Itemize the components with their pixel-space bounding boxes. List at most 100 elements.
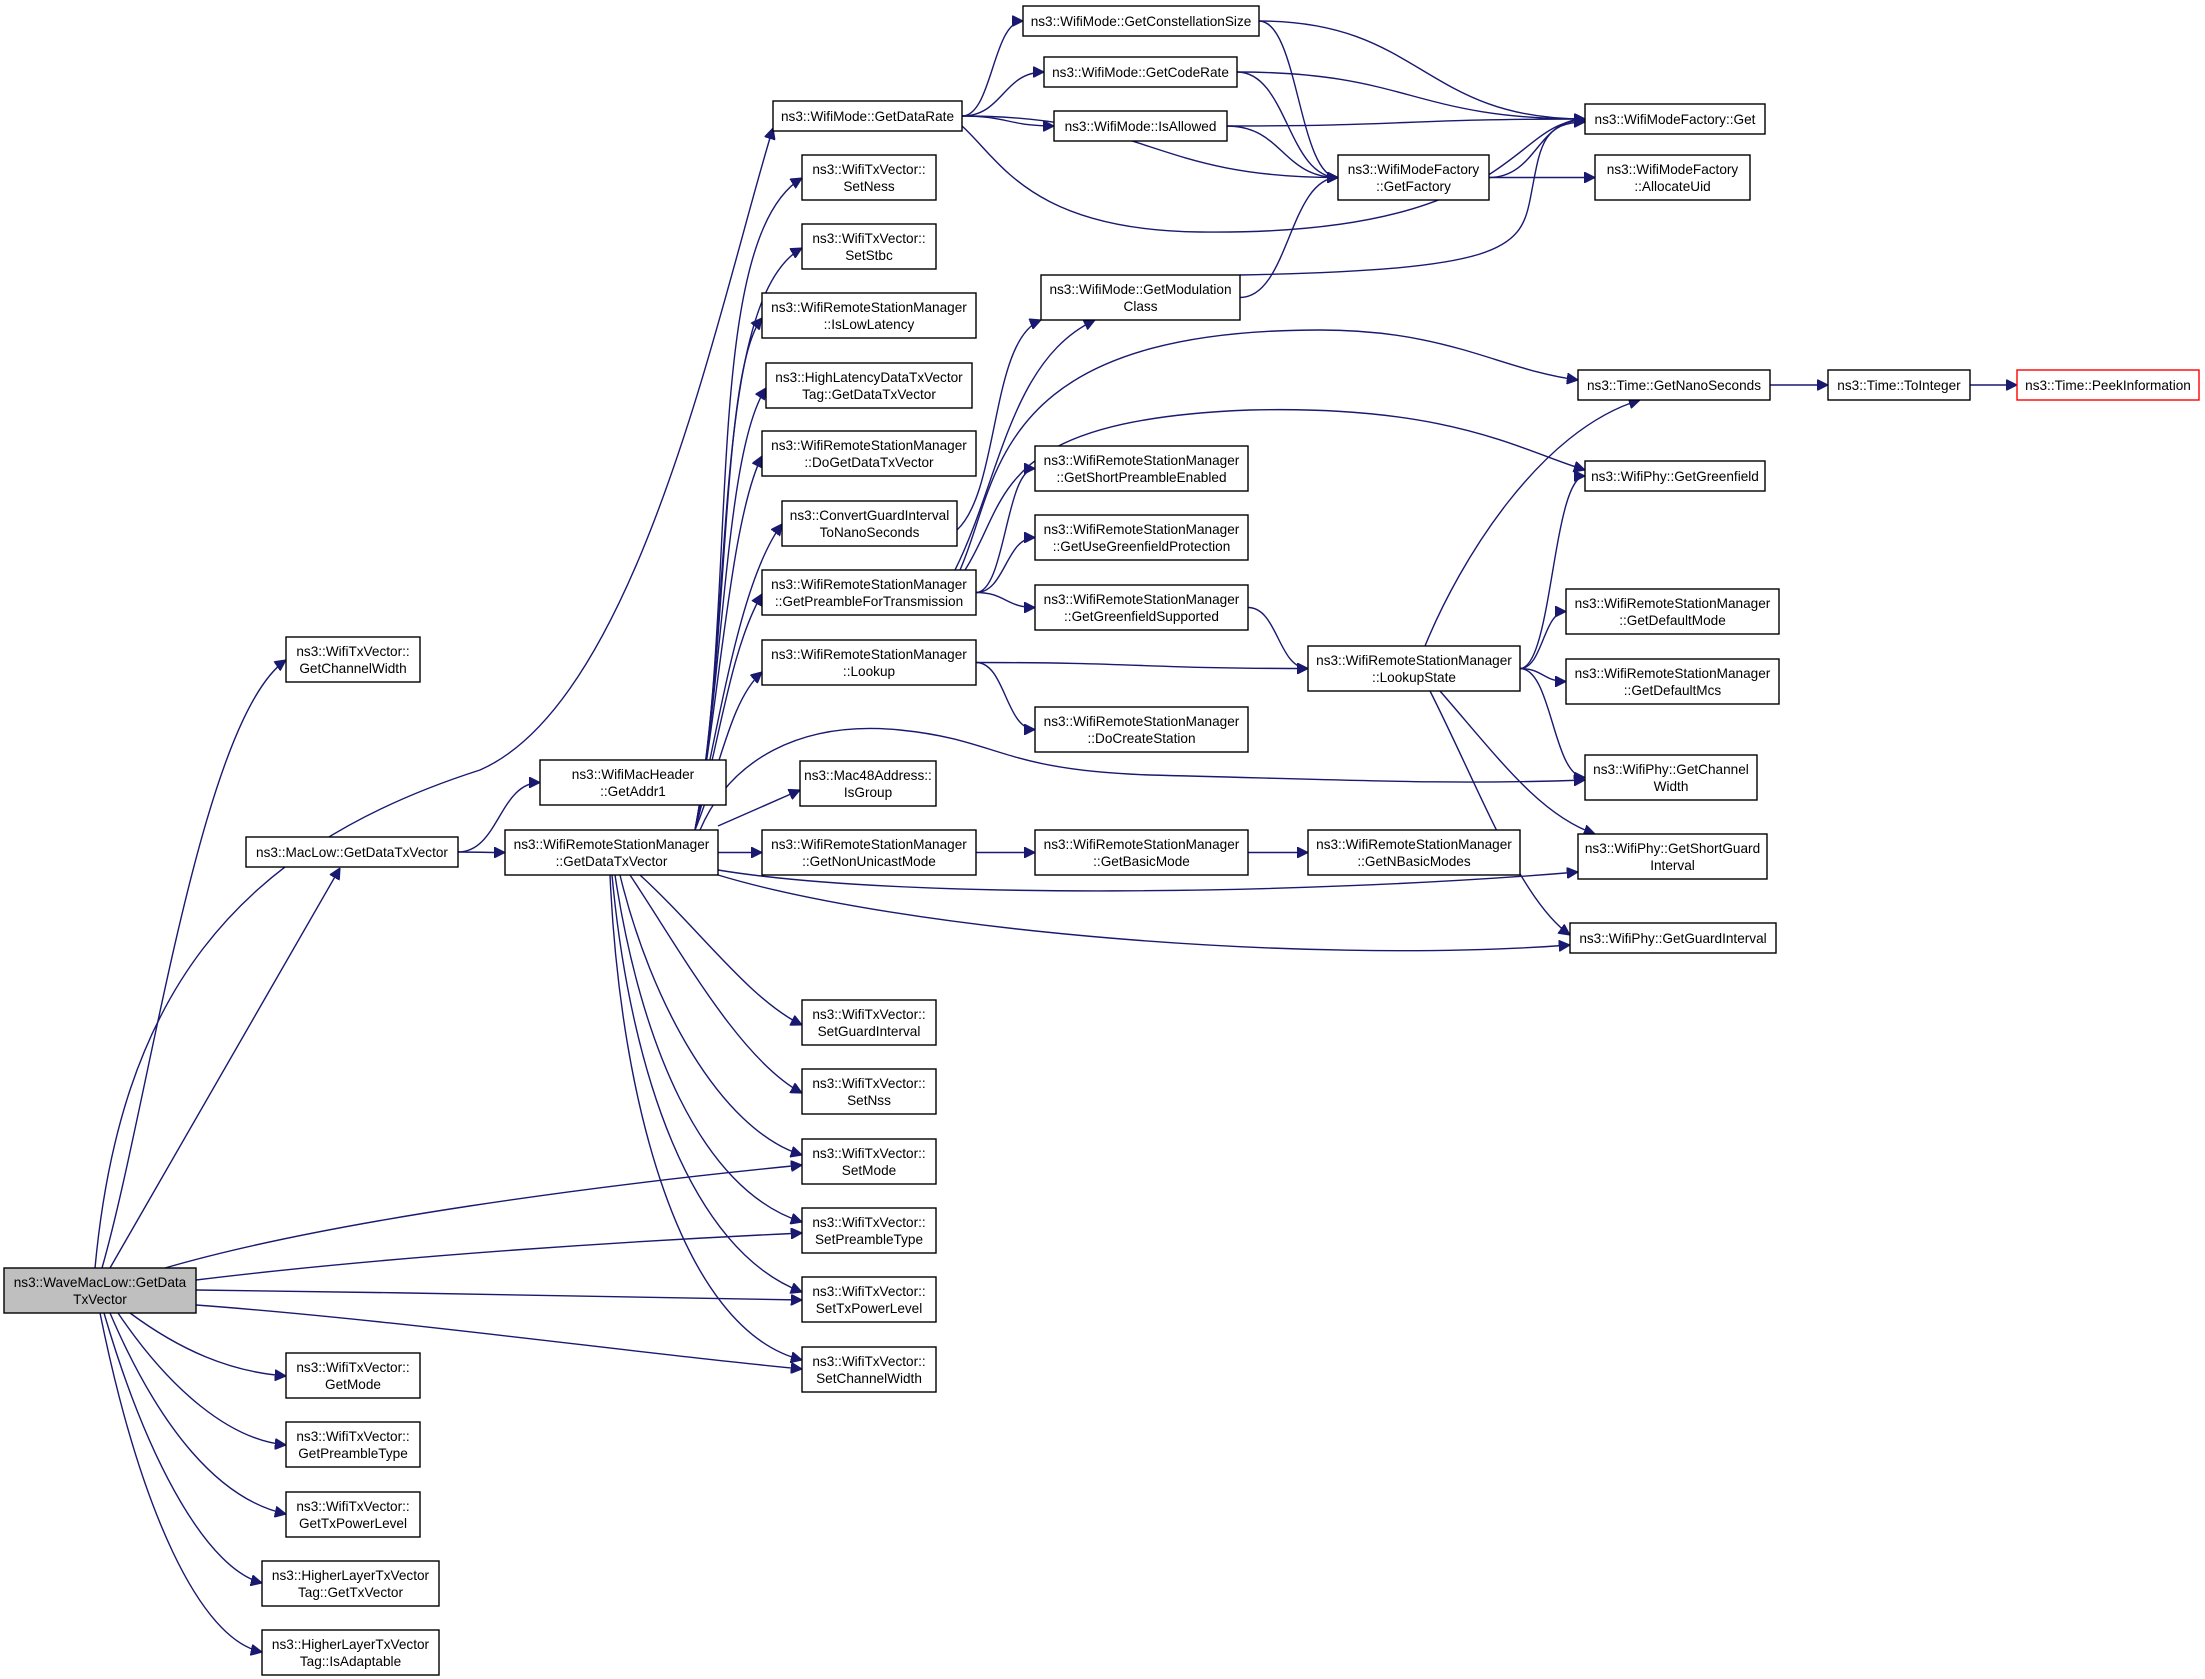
- node-label-line: ::DoGetDataTxVector: [804, 455, 934, 470]
- node-box: [1337, 154, 1490, 201]
- edge-mode-gdr-to-mf-getfactory: [961, 115, 1338, 178]
- node-wrsm-gnbm[interactable]: ns3::WifiRemoteStationManager::GetNBasic…: [1307, 829, 1521, 876]
- node-mf-get[interactable]: ns3::WifiModeFactory::Get: [1584, 103, 1766, 135]
- node-label-line: ns3::WifiTxVector::: [812, 1215, 925, 1230]
- node-mode-gcr[interactable]: ns3::WifiMode::GetCodeRate: [1043, 56, 1238, 88]
- node-box: [781, 500, 958, 547]
- edge-mode-gcr-to-mf-getfactory: [1236, 71, 1338, 178]
- node-phy-gcw[interactable]: ns3::WifiPhy::GetChannelWidth: [1584, 754, 1758, 801]
- node-label-line: SetTxPowerLevel: [816, 1301, 923, 1316]
- node-label-line: ns3::WifiPhy::GetGuardInterval: [1579, 931, 1766, 946]
- node-box: [772, 100, 963, 132]
- node-label-line: ::GetShortPreambleEnabled: [1056, 470, 1226, 485]
- node-box: [285, 636, 421, 683]
- node-wrsm-gdtv[interactable]: ns3::WifiRemoteStationManager::GetDataTx…: [504, 829, 719, 876]
- node-time-toint[interactable]: ns3::Time::ToInteger: [1827, 369, 1971, 401]
- node-txv-setchw[interactable]: ns3::WifiTxVector::SetChannelWidth: [801, 1346, 937, 1393]
- node-txv-setnss[interactable]: ns3::WifiTxVector::SetNss: [801, 1068, 937, 1115]
- edge-mode-gcs-to-mf-get: [1258, 20, 1585, 119]
- node-label-line: SetGuardInterval: [818, 1024, 921, 1039]
- node-label-line: SetChannelWidth: [816, 1371, 922, 1386]
- node-wrsm-dcs[interactable]: ns3::WifiRemoteStationManager::DoCreateS…: [1034, 706, 1249, 753]
- node-box: [761, 639, 977, 686]
- node-wrsm-islow[interactable]: ns3::WifiRemoteStationManager::IsLowLate…: [761, 292, 977, 339]
- node-label-line: ns3::WifiTxVector::: [812, 162, 925, 177]
- node-txv-setgi[interactable]: ns3::WifiTxVector::SetGuardInterval: [801, 999, 937, 1046]
- node-label-line: ::GetFactory: [1376, 179, 1451, 194]
- node-wrsm-ggs[interactable]: ns3::WifiRemoteStationManager::GetGreenf…: [1034, 584, 1249, 631]
- node-box: [1565, 658, 1780, 705]
- node-txv-getmode[interactable]: ns3::WifiTxVector::GetMode: [285, 1352, 421, 1399]
- edge-root-to-hltag-gtv: [103, 1312, 262, 1583]
- edge-root-to-txv-setpt: [195, 1233, 802, 1281]
- node-box: [801, 154, 937, 201]
- edge-mode-gdr-to-mf-get: [961, 120, 1585, 233]
- node-hltag[interactable]: ns3::HighLatencyDataTxVectorTag::GetData…: [765, 362, 973, 409]
- node-time-peek[interactable]: ns3::Time::PeekInformation: [2016, 369, 2200, 401]
- node-wrsm-gpft[interactable]: ns3::WifiRemoteStationManager::GetPreamb…: [761, 569, 977, 616]
- node-box: [1584, 103, 1766, 135]
- node-wrsm-lookup[interactable]: ns3::WifiRemoteStationManager::Lookup: [761, 639, 977, 686]
- node-phy-ggi[interactable]: ns3::WifiPhy::GetGuardInterval: [1569, 922, 1777, 954]
- node-box: [761, 829, 977, 876]
- node-wrsm-gdm[interactable]: ns3::WifiRemoteStationManager::GetDefaul…: [1565, 588, 1780, 635]
- node-machdr[interactable]: ns3::WifiMacHeader::GetAddr1: [539, 759, 727, 806]
- edge-root-to-txv-getmode: [129, 1312, 286, 1376]
- node-txv-getchw[interactable]: ns3::WifiTxVector::GetChannelWidth: [285, 636, 421, 683]
- node-label-line: ns3::WifiMode::GetCodeRate: [1052, 65, 1229, 80]
- node-mode-gcs[interactable]: ns3::WifiMode::GetConstellationSize: [1022, 5, 1260, 37]
- node-label-line: ns3::WifiTxVector::: [296, 1429, 409, 1444]
- node-wrsm-gspe[interactable]: ns3::WifiRemoteStationManager::GetShortP…: [1034, 445, 1249, 492]
- node-wrsm-ls[interactable]: ns3::WifiRemoteStationManager::LookupSta…: [1307, 645, 1521, 692]
- node-txv-getpt[interactable]: ns3::WifiTxVector::GetPreambleType: [285, 1421, 421, 1468]
- node-wrsm-gbm[interactable]: ns3::WifiRemoteStationManager::GetBasicM…: [1034, 829, 1249, 876]
- node-label-line: ns3::WifiPhy::GetShortGuard: [1585, 841, 1760, 856]
- node-mode-isallowed[interactable]: ns3::WifiMode::IsAllowed: [1053, 110, 1228, 142]
- node-label-line: ns3::WifiMode::GetConstellationSize: [1031, 14, 1252, 29]
- node-maclow[interactable]: ns3::MacLow::GetDataTxVector: [245, 836, 459, 868]
- node-wrsm-dogdtv[interactable]: ns3::WifiRemoteStationManager::DoGetData…: [761, 430, 977, 477]
- node-label-line: ns3::WifiTxVector::: [296, 1499, 409, 1514]
- node-txv-gettpl[interactable]: ns3::WifiTxVector::GetTxPowerLevel: [285, 1491, 421, 1538]
- node-time-gns[interactable]: ns3::Time::GetNanoSeconds: [1577, 369, 1771, 401]
- node-mf-alloc[interactable]: ns3::WifiModeFactory::AllocateUid: [1594, 154, 1751, 201]
- node-root[interactable]: ns3::WaveMacLow::GetDataTxVector: [3, 1267, 197, 1314]
- node-label-line: ns3::HigherLayerTxVector: [272, 1637, 430, 1652]
- node-wrsm-gdmcs[interactable]: ns3::WifiRemoteStationManager::GetDefaul…: [1565, 658, 1780, 705]
- node-mac48[interactable]: ns3::Mac48Address::IsGroup: [799, 760, 937, 807]
- node-txv-setstbc[interactable]: ns3::WifiTxVector::SetStbc: [801, 223, 937, 270]
- node-label-line: Tag::GetTxVector: [298, 1585, 403, 1600]
- node-mode-gdr[interactable]: ns3::WifiMode::GetDataRate: [772, 100, 963, 132]
- node-label-line: ns3::WifiMode::GetModulation: [1049, 282, 1231, 297]
- node-label-line: ::GetDataTxVector: [556, 854, 668, 869]
- edge-mode-gmc-to-mf-get: [1239, 122, 1585, 276]
- node-label-line: ::GetDefaultMcs: [1624, 683, 1722, 698]
- node-txv-setmode[interactable]: ns3::WifiTxVector::SetMode: [801, 1138, 937, 1185]
- node-label-line: ns3::WifiMode::IsAllowed: [1065, 119, 1217, 134]
- node-box: [285, 1491, 421, 1538]
- node-label-line: ns3::WifiPhy::GetChannel: [1593, 762, 1749, 777]
- node-box: [1022, 5, 1260, 37]
- node-box: [1034, 829, 1249, 876]
- edge-root-to-hltag-isad: [99, 1312, 262, 1652]
- edge-wrsm-gpft-to-phy-greenfield: [964, 408, 1585, 571]
- node-label-line: ns3::WifiModeFactory: [1348, 162, 1480, 177]
- node-txv-setness[interactable]: ns3::WifiTxVector::SetNess: [801, 154, 937, 201]
- node-box: [1565, 588, 1780, 635]
- node-txv-setpt[interactable]: ns3::WifiTxVector::SetPreambleType: [801, 1207, 937, 1254]
- node-phy-greenfield[interactable]: ns3::WifiPhy::GetGreenfield: [1584, 460, 1766, 492]
- edge-wrsm-gdtv-to-wrsm-lookup: [694, 672, 762, 831]
- node-wrsm-gnum[interactable]: ns3::WifiRemoteStationManager::GetNonUni…: [761, 829, 977, 876]
- node-box: [1053, 110, 1228, 142]
- node-wrsm-ugp[interactable]: ns3::WifiRemoteStationManager::GetUseGre…: [1034, 514, 1249, 561]
- node-box: [1040, 274, 1241, 321]
- node-txv-settpl[interactable]: ns3::WifiTxVector::SetTxPowerLevel: [801, 1276, 937, 1323]
- node-label-line: ns3::WifiRemoteStationManager: [1575, 666, 1771, 681]
- node-box: [1307, 829, 1521, 876]
- node-mf-getfactory[interactable]: ns3::WifiModeFactory::GetFactory: [1337, 154, 1490, 201]
